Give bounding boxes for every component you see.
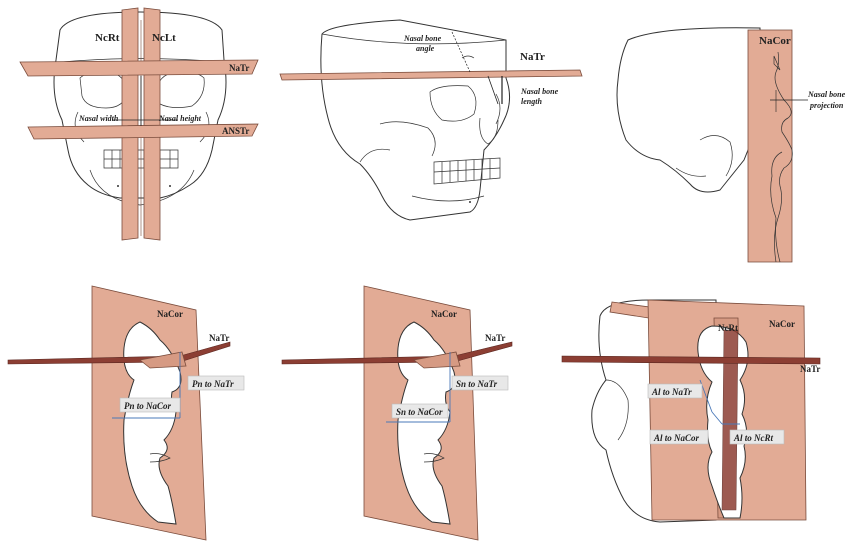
label-natr-p4: NaTr <box>209 333 229 343</box>
panel-oblique-skull: Nasal bone angle NaTr Nasal bone length <box>280 20 582 220</box>
label-nasal-width: Nasal width <box>78 114 119 123</box>
label-al-ncrt: Al to NcRt <box>733 433 774 443</box>
label-anstr: ANSTr <box>222 126 249 136</box>
label-nasal-bone-angle-1: Nasal bone <box>403 34 442 43</box>
label-projection-1: Nasal bone <box>807 90 846 99</box>
panel-alar: NcRt NaCor NaTr Al to NaTr Al to NaCor A… <box>562 300 820 522</box>
panel-pronasale: NaCor NaTr Pn to NaTr Pn to NaCor <box>8 286 244 540</box>
label-nacor-p3: NaCor <box>759 35 791 47</box>
label-natr-p2: NaTr <box>520 51 545 63</box>
label-nacor-p4: NaCor <box>157 309 183 319</box>
plane-natr-frontal <box>20 60 258 76</box>
label-nasal-bone-length-2: length <box>521 97 542 106</box>
label-al-nacor: Al to NaCor <box>653 433 700 443</box>
skull-cranium <box>54 12 226 198</box>
label-ncrt-p6: NcRt <box>718 323 738 333</box>
label-pn-nacor: Pn to NaCor <box>124 401 172 411</box>
label-nasal-height: Nasal height <box>158 114 202 123</box>
plane-nacor-lateral <box>748 30 792 262</box>
skull-lateral-outline <box>617 28 760 192</box>
panel-frontal-skull: NcRt NcLt NaTr Nasal width Nasal height … <box>20 8 258 240</box>
plane-ncrt <box>122 8 138 240</box>
label-sn-nacor: Sn to NaCor <box>396 407 443 417</box>
label-nclt: NcLt <box>152 32 176 44</box>
label-projection-2: projection <box>809 101 844 110</box>
panel-subnasale: NaCor NaTr Sn to NaTr Sn to NaCor <box>282 286 512 540</box>
label-natr-p5: NaTr <box>485 333 505 343</box>
label-sn-natr: Sn to NaTr <box>456 379 498 389</box>
label-ncrt: NcRt <box>95 32 120 44</box>
label-nacor-p6: NaCor <box>769 319 795 329</box>
label-natr-p6: NaTr <box>800 364 820 374</box>
label-natr-p1: NaTr <box>229 63 249 73</box>
label-nasal-bone-length-1: Nasal bone <box>520 87 559 96</box>
label-nasal-bone-angle-2: angle <box>416 44 435 53</box>
label-al-natr: Al to NaTr <box>651 387 692 397</box>
label-pn-natr: Pn to NaTr <box>192 379 234 389</box>
panel-lateral-skull: NaCor Nasal bone projection <box>617 28 846 262</box>
label-nacor-p5: NaCor <box>431 309 457 319</box>
